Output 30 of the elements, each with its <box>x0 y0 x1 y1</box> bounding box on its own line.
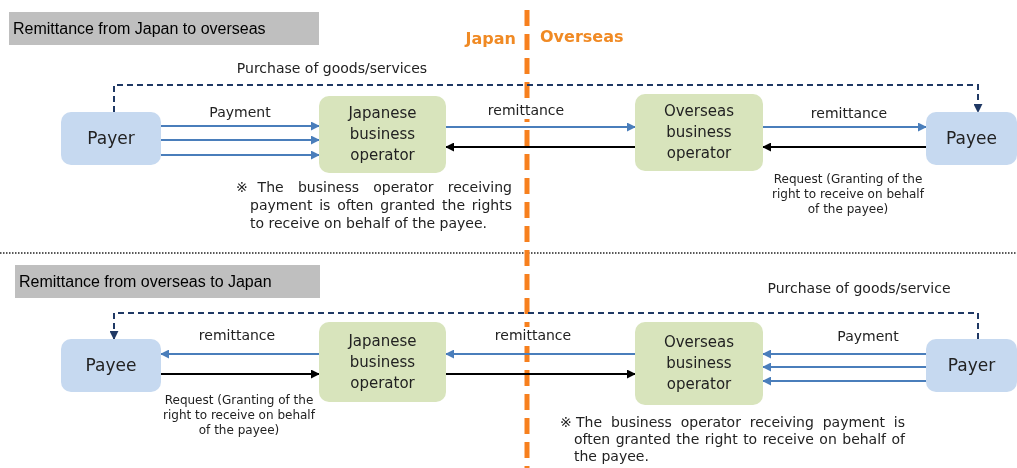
arrow <box>160 135 320 145</box>
arrow <box>445 122 636 132</box>
party-box: Payer <box>926 339 1017 392</box>
operator-box: Japanese business operator <box>319 322 446 402</box>
arrow <box>762 142 927 152</box>
arrow <box>445 369 636 379</box>
arrow <box>109 312 979 340</box>
party-box: Payee <box>926 112 1017 165</box>
region-label: Overseas <box>540 26 625 48</box>
arrow <box>160 369 320 379</box>
arrow <box>445 349 636 359</box>
arrow <box>160 121 320 131</box>
note-text: ※The business operator receiving payment is often granted the rights to receive on behalf of the payee. <box>236 178 512 232</box>
operator-box: Overseas business operator <box>635 94 763 171</box>
arrow <box>160 150 320 160</box>
party-box: Payee <box>61 339 161 392</box>
party-box: Payer <box>61 112 161 165</box>
arrow <box>445 142 636 152</box>
arrow <box>762 376 927 386</box>
section-heading: Remittance from Japan to overseas <box>9 12 319 45</box>
operator-box: Overseas business operator <box>635 322 763 405</box>
region-label: Japan <box>463 28 516 50</box>
section-heading: Remittance from overseas to Japan <box>15 265 320 298</box>
arrow <box>762 122 927 132</box>
arrow <box>762 349 927 359</box>
operator-box: Japanese business operator <box>319 96 446 173</box>
note-text: ※The business operator receiving payment is often granted the right to receive on behalf of the payee. <box>560 414 905 465</box>
arrow <box>762 362 927 372</box>
arrow <box>113 84 983 113</box>
arrow <box>160 349 320 359</box>
